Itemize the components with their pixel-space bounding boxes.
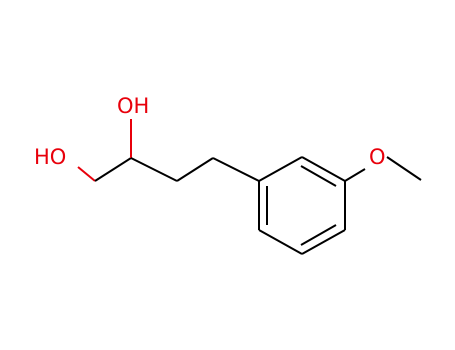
- oh-primary-label: HO: [34, 145, 66, 169]
- bond-c1-c2: [94, 157, 132, 182]
- bond-c4-ring: [212, 157, 260, 182]
- bond-c2-c3: [130, 157, 178, 182]
- bond-ring-o: [344, 168, 366, 182]
- ring-bond-4: [301, 229, 346, 255]
- ring-bond-2: [301, 156, 346, 182]
- bond-c3-c4: [176, 157, 214, 182]
- oh-secondary-label: OH: [117, 94, 149, 118]
- ring-double-bond-2: [300, 224, 337, 246]
- ring-bond-1: [258, 156, 303, 182]
- methoxy-oxygen-label: O: [369, 145, 386, 169]
- ring-bond-5: [258, 229, 303, 255]
- bond-o-ch3: [386, 156, 422, 181]
- bond-c1-ho: [77, 166, 96, 182]
- ring-double-bond-1: [300, 165, 337, 187]
